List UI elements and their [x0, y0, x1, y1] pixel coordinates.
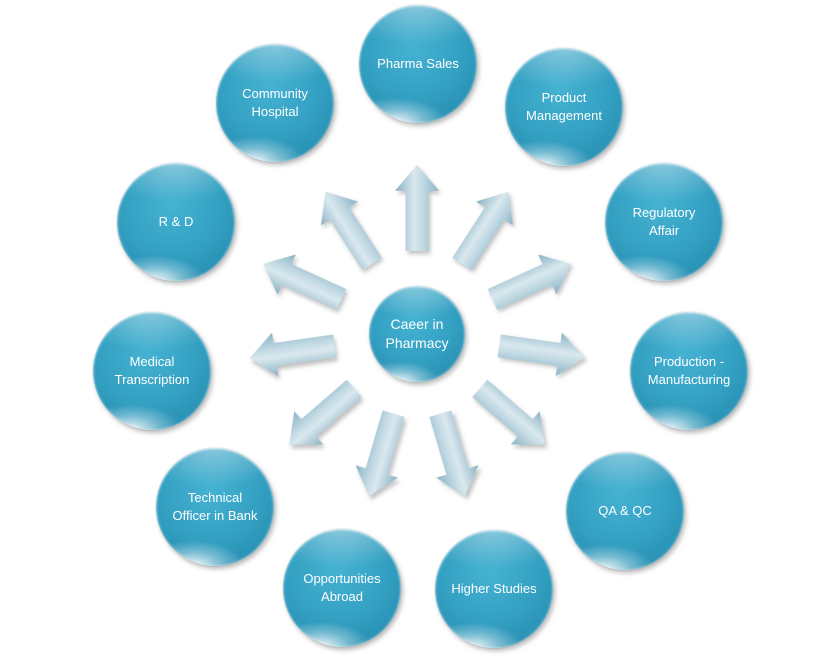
arrow-icon-qa-qc: [465, 372, 559, 462]
arrow-icon: [443, 180, 527, 276]
arrow-icon-technical-officer-in-bank: [275, 372, 369, 462]
arrow-icon: [254, 244, 351, 320]
arrow-icon: [465, 372, 559, 462]
arrow-icon: [275, 372, 369, 462]
arrow-icon: [307, 180, 391, 276]
center-node-label: Caeer in Pharmacy: [385, 316, 449, 351]
node-label: Opportunities Abroad: [303, 571, 381, 604]
node-label: Technical Officer in Bank: [172, 490, 258, 523]
node-label: Product Management: [526, 90, 602, 123]
node-label: R & D: [158, 214, 194, 230]
node-medical-transcription: Medical Transcription: [93, 312, 211, 430]
node-label: Regulatory Affair: [632, 205, 696, 238]
arrow-icon: [247, 324, 338, 380]
node-technical-officer-in-bank: Technical Officer in Bank: [156, 448, 274, 566]
arrow-icon-opportunities-abroad: [348, 407, 414, 502]
arrow-icon: [496, 324, 587, 380]
arrow-icon: [348, 407, 414, 502]
node-higher-studies: Higher Studies: [435, 530, 553, 648]
arrow-icon: [395, 165, 439, 251]
arrow-icon-regulatory-affair: [483, 244, 580, 320]
node-r-and-d: R & D: [117, 163, 235, 281]
node-label: Pharma Sales: [377, 56, 459, 72]
arrow-icon: [483, 244, 580, 320]
node-regulatory-affair: Regulatory Affair: [605, 163, 723, 281]
node-opportunities-abroad: Opportunities Abroad: [283, 529, 401, 647]
arrow-icon-higher-studies: [419, 407, 485, 502]
arrow-icon-production-manufacturing: [496, 324, 587, 380]
arrow-icon-medical-transcription: [247, 324, 338, 380]
node-label: QA & QC: [598, 503, 652, 519]
node-qa-qc: QA & QC: [566, 452, 684, 570]
arrow-icon: [419, 407, 485, 502]
node-pharma-sales: Pharma Sales: [359, 5, 477, 123]
arrow-icon-pharma-sales: [395, 165, 439, 251]
node-community-hospital: Community Hospital: [216, 44, 334, 162]
node-product-management: Product Management: [505, 48, 623, 166]
arrow-icon-community-hospital: [307, 180, 391, 276]
node-production-manufacturing: Production - Manufacturing: [630, 312, 748, 430]
arrow-icon-r-and-d: [254, 244, 351, 320]
arrow-icon-product-management: [443, 180, 527, 276]
center-node-career-in-pharmacy: Caeer in Pharmacy: [369, 286, 465, 382]
node-label: Production - Manufacturing: [647, 354, 731, 387]
node-label: Community Hospital: [242, 86, 308, 119]
node-label: Medical Transcription: [114, 354, 190, 387]
node-label: Higher Studies: [451, 581, 537, 597]
